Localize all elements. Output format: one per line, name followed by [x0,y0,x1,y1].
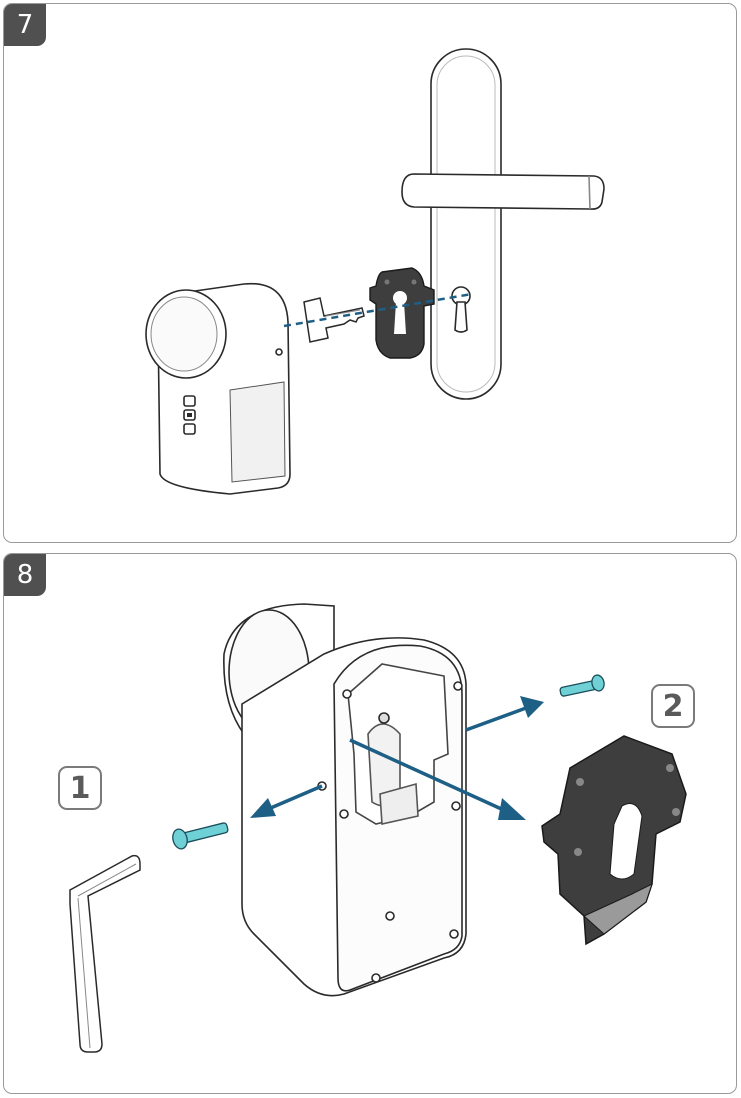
step-number-badge: 7 [4,4,46,46]
screw-icon [172,674,605,850]
alignment-line [283,292,473,328]
step-8-panel: 8 1 2 [3,553,737,1094]
step-7-illustration [145,48,605,495]
callout-2: 2 [651,684,695,728]
mounting-plate-icon [369,267,435,359]
step-8-illustration [69,603,687,1053]
key-icon [303,297,365,343]
step-7-panel: 7 [3,3,737,543]
smart-lock-icon [223,603,467,997]
smart-lock-icon [145,282,291,495]
hex-key-icon [69,854,141,1053]
direction-arrows [250,696,544,820]
step-number-badge: 8 [4,554,46,596]
mounting-plate-icon [541,735,687,946]
door-handle-icon [401,48,605,400]
callout-1: 1 [58,766,102,810]
